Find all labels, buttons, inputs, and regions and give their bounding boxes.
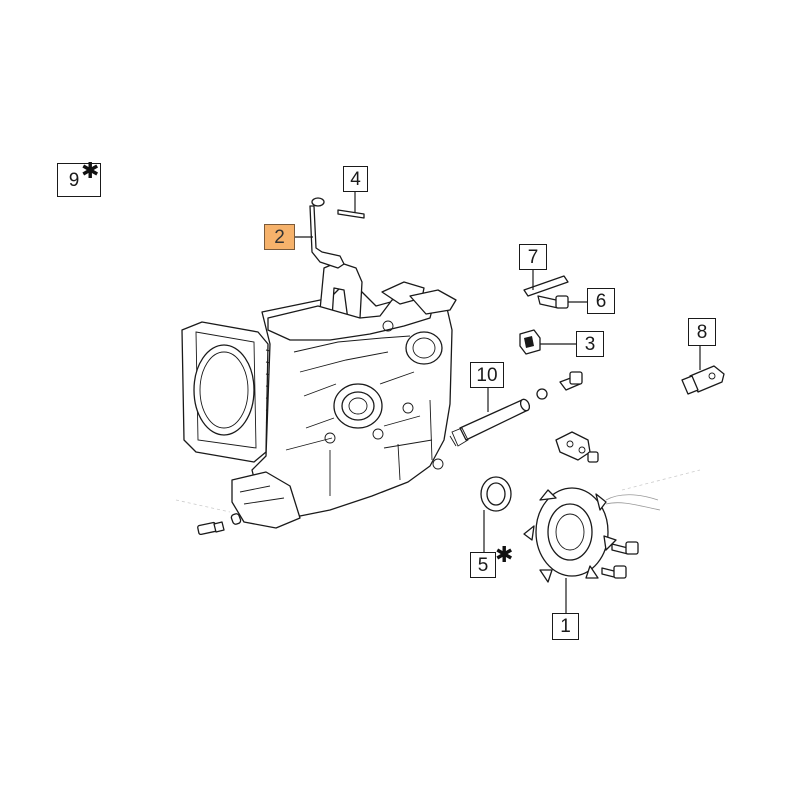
part-1-stator — [523, 487, 661, 583]
stator-bolts — [601, 541, 639, 579]
callout-9-label: 9 — [68, 169, 80, 191]
callout-3-label: 3 — [584, 333, 596, 355]
bolt-lower-left — [197, 513, 242, 536]
callout-5-label: 5 — [477, 554, 489, 576]
part-8-sensor — [681, 365, 725, 395]
part-10-shaft — [449, 398, 531, 447]
callout-2-label: 2 — [274, 226, 285, 248]
callout-9: 9 — [57, 163, 101, 197]
phantom-lines — [175, 469, 701, 513]
part-7-pin — [523, 275, 569, 297]
callout-8: 8 — [688, 318, 716, 346]
part-4-pin — [337, 209, 365, 219]
callout-2: 2 — [264, 224, 295, 250]
callout-10-label: 10 — [476, 364, 498, 386]
part-2-rod — [309, 197, 345, 269]
callout-10: 10 — [470, 362, 504, 388]
callout-5: 5 — [470, 552, 496, 578]
callout-6: 6 — [587, 288, 615, 314]
callout-7-label: 7 — [527, 246, 539, 268]
callout-8-label: 8 — [696, 321, 708, 343]
callout-7: 7 — [519, 244, 547, 270]
bolt-mid-right — [559, 371, 583, 391]
star-icon: ✱ — [81, 159, 100, 184]
callout-1-label: 1 — [560, 616, 571, 637]
part-3-clip — [519, 329, 541, 355]
callout-3: 3 — [576, 331, 604, 357]
crankcase-block — [181, 261, 457, 529]
part-5-oil-seal — [480, 476, 512, 512]
bracket-plate — [555, 431, 599, 463]
star-icon: ✱ — [495, 543, 514, 568]
loose-parts — [197, 197, 725, 583]
callout-4: 4 — [343, 166, 368, 192]
leader-lines — [295, 192, 701, 613]
callout-6-label: 6 — [595, 290, 607, 312]
part-6-bolt — [537, 295, 569, 309]
callout-1: 1 — [552, 613, 579, 640]
callout-4-label: 4 — [350, 168, 361, 190]
